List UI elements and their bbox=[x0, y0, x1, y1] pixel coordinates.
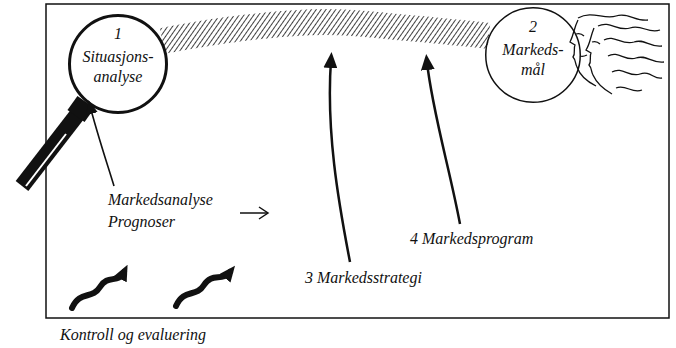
circle-node: 1Situasjons- analyse bbox=[68, 14, 168, 114]
diagram-label: Prognoser bbox=[108, 212, 175, 231]
frame bbox=[46, 4, 669, 318]
diagram-label: 3 Markedsstrategi bbox=[305, 268, 422, 287]
circle-title: Markeds- mål bbox=[497, 40, 569, 80]
diagram-label: Markedsanalyse bbox=[108, 190, 213, 209]
circle-outline bbox=[486, 8, 581, 103]
strategy-arrow bbox=[330, 60, 350, 262]
squiggle-arrow bbox=[72, 272, 124, 308]
diagram-label: 4 Markedsprogram bbox=[410, 229, 533, 248]
squiggle-arrow bbox=[176, 272, 230, 306]
right-arrow bbox=[240, 207, 268, 219]
hatched-band bbox=[162, 22, 489, 41]
circle-outline bbox=[70, 16, 167, 113]
input-arrow bbox=[89, 102, 114, 186]
faces bbox=[570, 15, 664, 94]
magnifier-handle bbox=[22, 102, 86, 186]
circle-number: 1 bbox=[114, 24, 122, 44]
circle-title: Situasjons- analyse bbox=[76, 47, 160, 87]
circle-number: 2 bbox=[529, 17, 537, 37]
diagram-label: Kontroll og evaluering bbox=[60, 325, 206, 344]
circle-node: 2Markeds- mål bbox=[485, 7, 581, 103]
program-arrow bbox=[427, 62, 460, 224]
